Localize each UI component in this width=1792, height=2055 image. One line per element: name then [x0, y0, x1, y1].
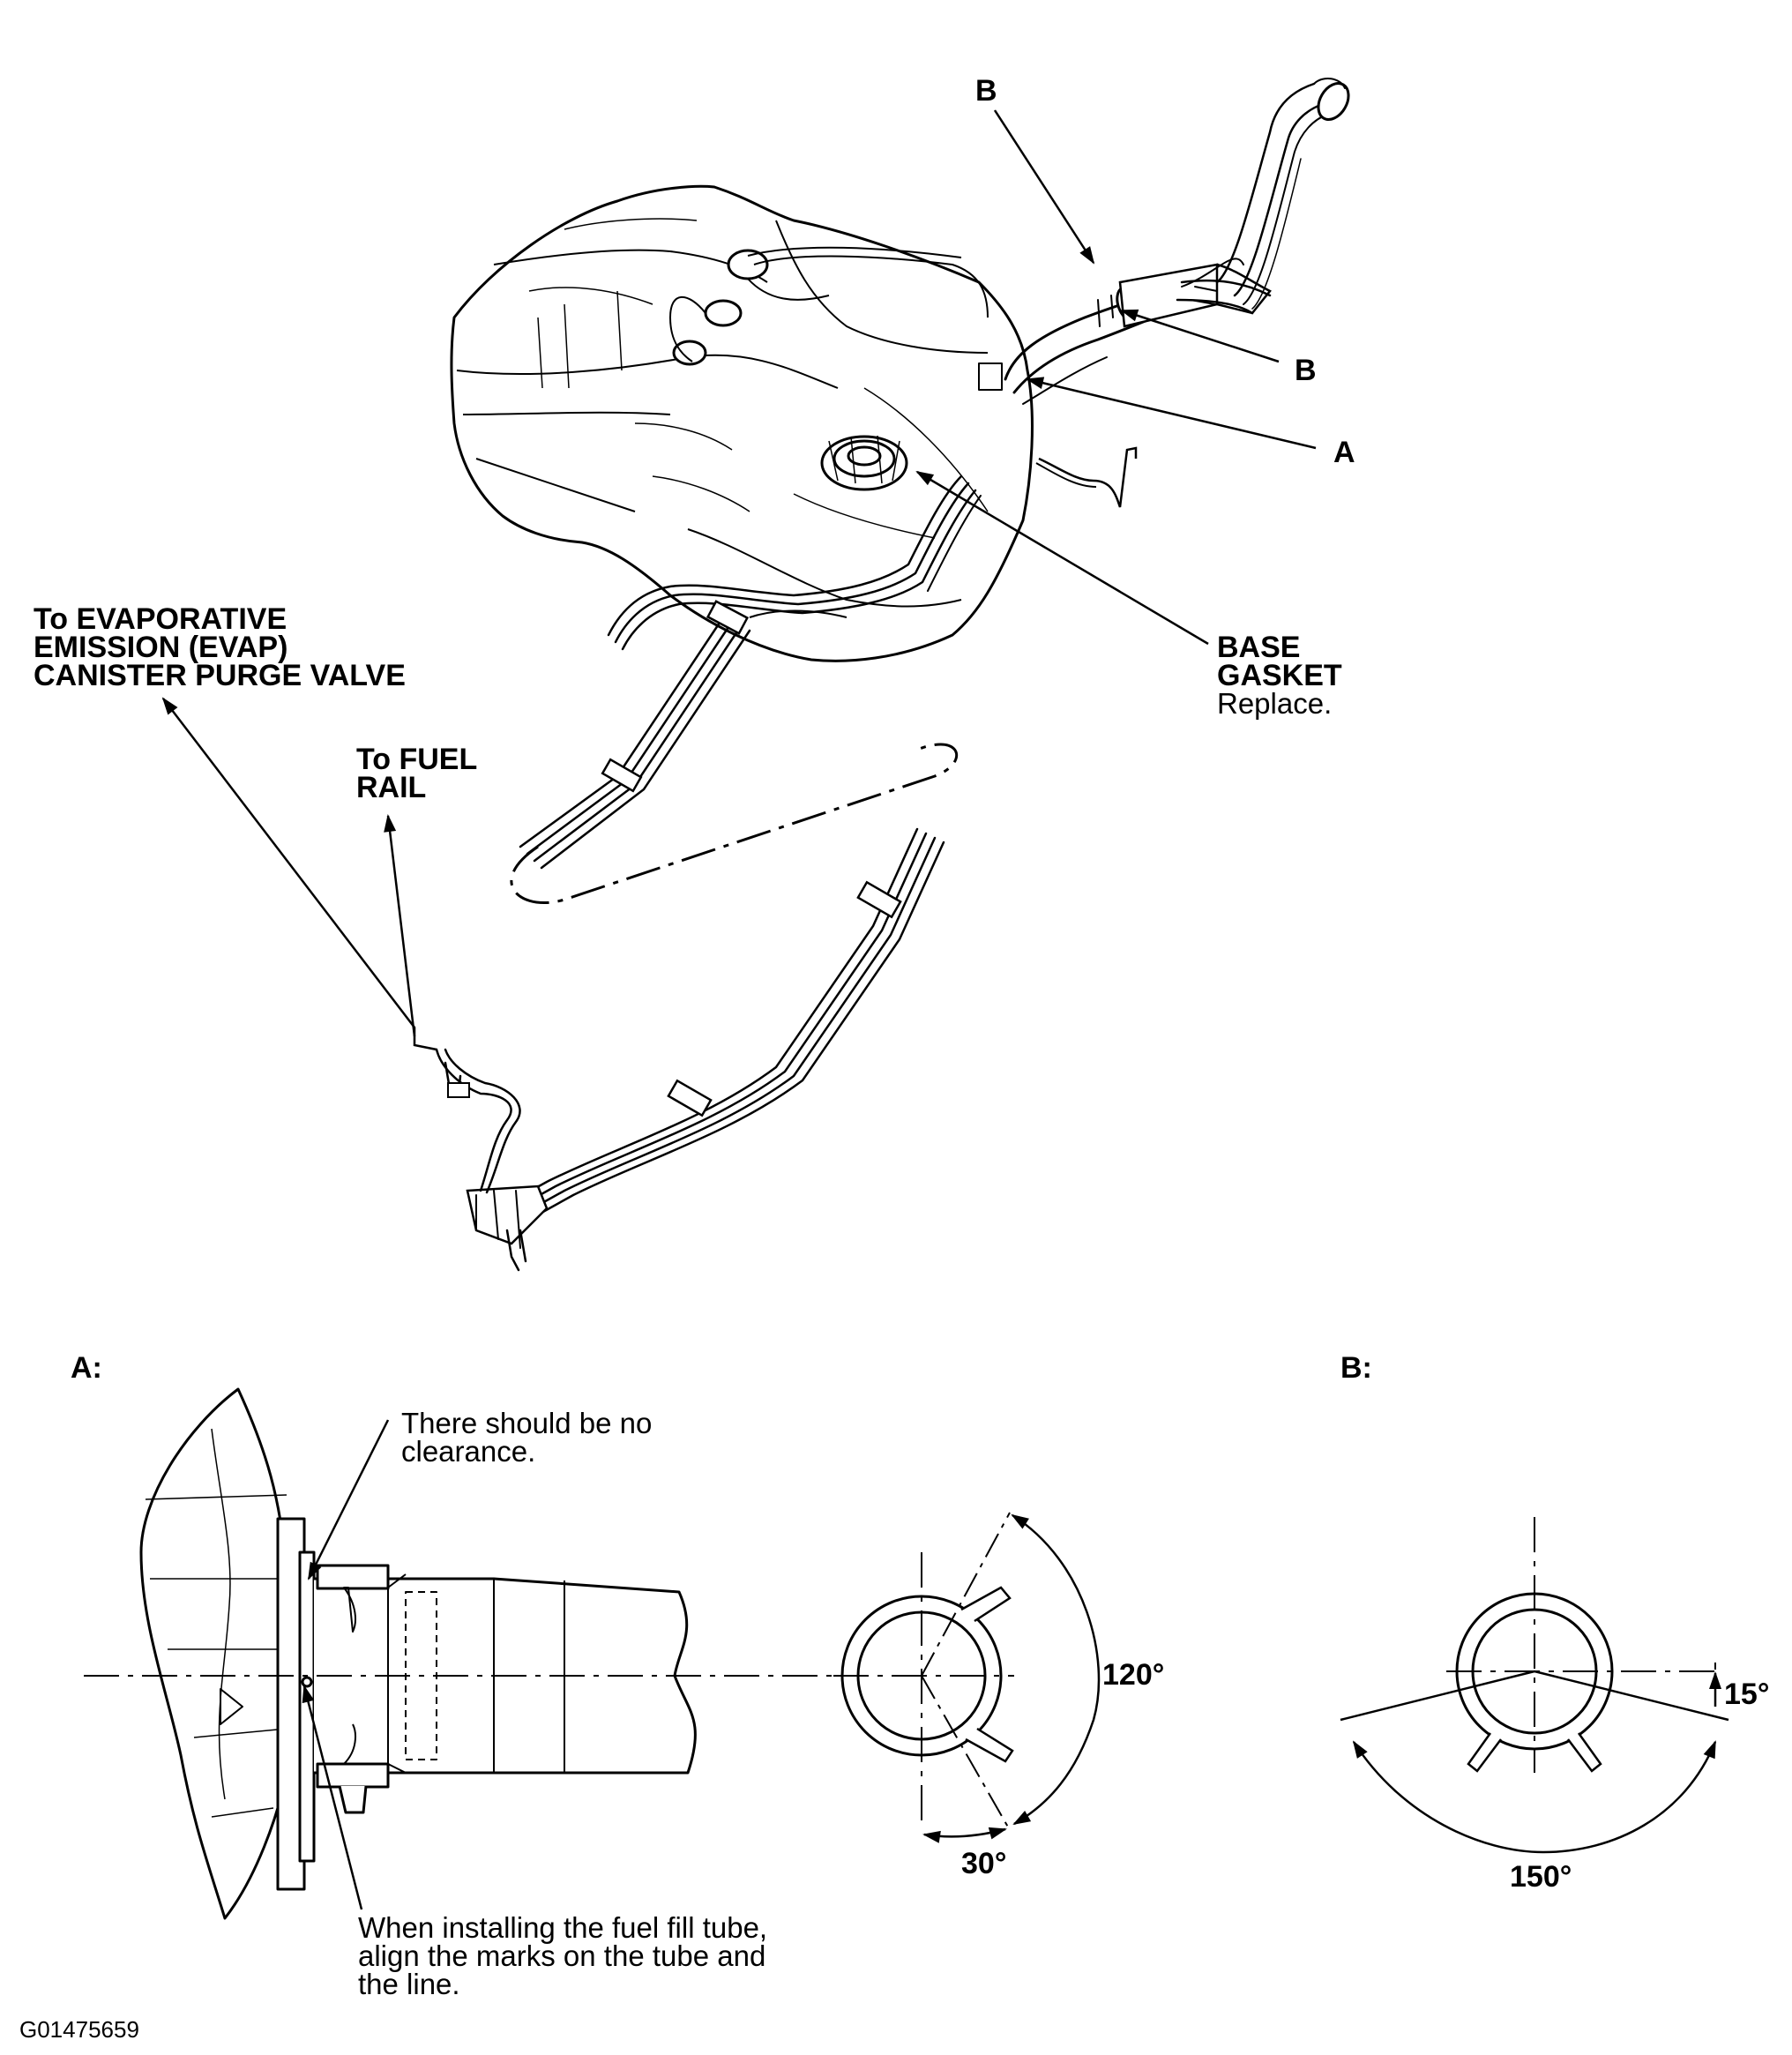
no-clearance-line-1: There should be no [401, 1407, 653, 1439]
evap-callout: To EVAPORATIVE EMISSION (EVAP) CANISTER … [34, 602, 406, 692]
base-gasket-callout: BASE GASKET Replace. [1217, 631, 1342, 720]
detail-a-clamp-section [833, 1512, 1101, 1843]
evap-line-3: CANISTER PURGE VALVE [34, 659, 406, 692]
fuel-rail-callout: To FUEL RAIL [356, 743, 478, 804]
continuation-outline [510, 743, 959, 904]
base-gasket-line-1: BASE [1217, 631, 1301, 664]
angle-15-label: 15° [1724, 1678, 1770, 1711]
angle-120-label: 120° [1102, 1658, 1165, 1692]
callout-b-right: B [1295, 354, 1317, 387]
evap-line-1: To EVAPORATIVE [34, 602, 287, 636]
detail-a-drawing [84, 1387, 838, 1920]
detail-b-clamp-section [1340, 1517, 1729, 1854]
align-line-1: When installing the fuel fill tube, [358, 1911, 768, 1944]
align-line-2: align the marks on the tube and [358, 1939, 766, 1972]
callout-b-top: B [975, 74, 997, 108]
align-marks-leader [302, 1685, 363, 1910]
no-clearance-note: There should be no clearance. [401, 1409, 652, 1466]
fuel-rail-line-2: RAIL [356, 771, 427, 804]
evap-line-2: EMISSION (EVAP) [34, 631, 288, 664]
fuel-rail-line-1: To FUEL [356, 743, 478, 776]
callout-a: A [1333, 436, 1355, 469]
no-clearance-line-2: clearance. [401, 1435, 536, 1468]
base-gasket-note: Replace. [1217, 687, 1333, 720]
no-clearance-leader [307, 1419, 390, 1580]
fuel-fill-tube [1004, 78, 1350, 405]
align-line-3: the line. [358, 1968, 460, 2000]
fuel-tank [450, 184, 1034, 662]
detail-a-heading: A: [71, 1351, 102, 1385]
angle-150-label: 150° [1510, 1860, 1572, 1894]
leader-lines [161, 109, 1317, 1037]
base-gasket-line-2: GASKET [1217, 659, 1342, 692]
detail-b-heading: B: [1340, 1351, 1372, 1385]
fuel-lines [413, 475, 982, 1272]
vent-pipe [1038, 446, 1138, 508]
figure-id: G01475659 [19, 2016, 139, 2043]
angle-30-label: 30° [961, 1847, 1007, 1880]
align-marks-note: When installing the fuel fill tube, alig… [358, 1911, 768, 2000]
